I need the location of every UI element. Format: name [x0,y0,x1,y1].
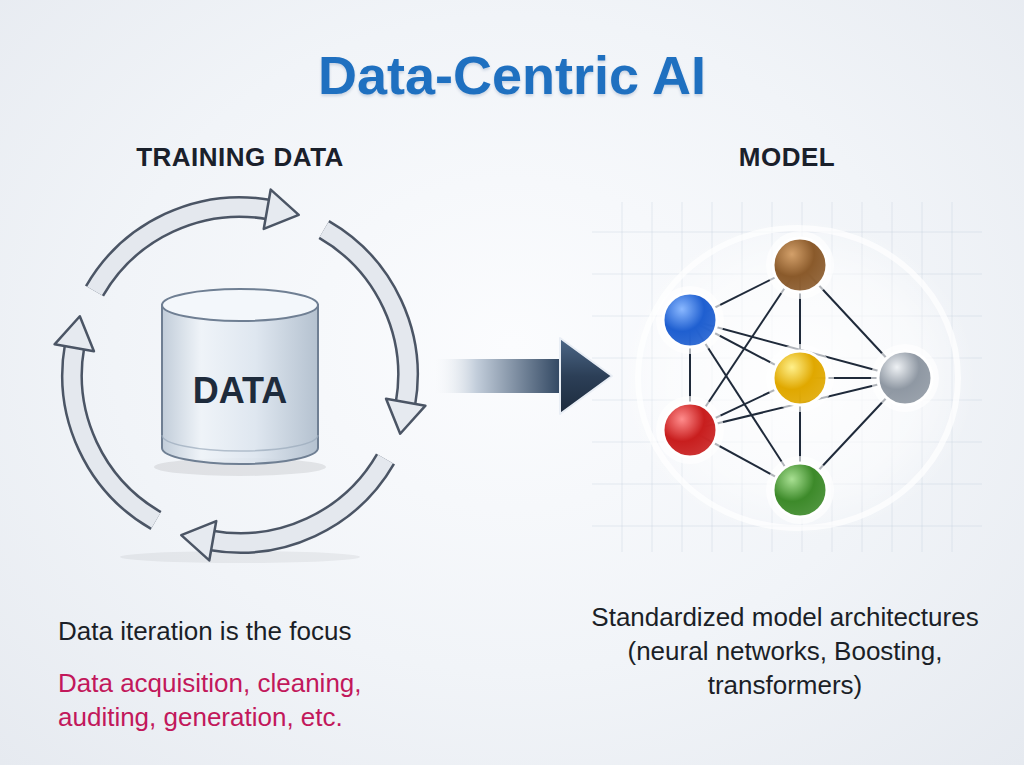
description-text: Standardized model architectures (neural… [575,600,995,702]
neuron [663,293,717,347]
neural-network [612,222,962,532]
cycle-arc [95,207,270,291]
neuron-glow [766,344,834,412]
cycle-group: TRAINING DATADATA [50,185,430,565]
highlight-text: Data acquisition, cleaning, auditing, ge… [58,666,448,734]
cycle-arc-outline [95,207,270,291]
network-glow [620,218,976,538]
neuron [663,403,717,457]
diagram-title: Data-Centric AI [0,44,1024,106]
cycle-arc [72,346,156,521]
section-heading: TRAINING DATA [0,142,490,172]
neuron-glow [766,231,834,299]
neuron [773,351,827,405]
arrow-shaft [430,359,562,393]
neuron [878,351,932,405]
neuron-glow [871,344,939,412]
neuron-glow [656,396,724,464]
node-label: DATA [158,371,322,411]
model-network: MODEL [612,222,962,532]
neuron [773,463,827,517]
neuron-glow [766,456,834,524]
neuron [773,238,827,292]
database-node: DATA [158,285,322,470]
section-heading: MODEL [552,142,1022,172]
cylinder-top [162,289,318,321]
cylinder-band [162,435,318,451]
cycle-arc-outline [72,346,156,521]
cycle-arc [324,230,408,405]
flow-arrow [430,338,612,414]
description-text: Data iteration is the focus [58,614,458,648]
arrow-head [560,338,612,414]
cycle-arc-outline [324,230,408,405]
neuron-glow [656,286,724,354]
network-halo [638,228,958,528]
